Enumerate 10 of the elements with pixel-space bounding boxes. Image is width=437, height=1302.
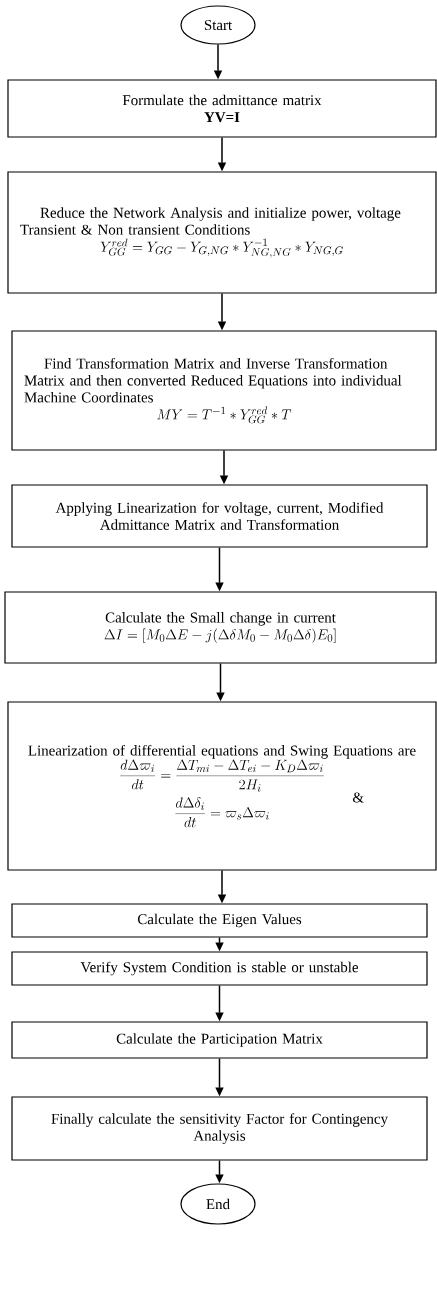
process-box: Reduce the Network Analysis and initialize power, voltage Transient & Non transient Conditions $Y_{GG}^{red} = Y_{GG} - Y_{G,NG} * Y_{NG,NG}^{-1} * Y_{NG,G}$ xyxy=(7,171,437,294)
process-box: Calculate the Small change in current $\Delta I = \left[M_0 \Delta E - j(\Delta\delta M_0 - M_0 \Delta\delta)E_0\right]$ xyxy=(4,591,437,664)
process-box: Verify System Condition is stable or unstable xyxy=(11,951,428,986)
process-box: Find Transformation Matrix and Inverse Transformation Matrix and then converted Reduced Equations into individual Machine Coordinates $MY = T^{-1} * Y_{GG}^{red} * T$ xyxy=(11,330,437,451)
process-box: Formulate the admittance matrix YV=I xyxy=(7,79,437,138)
process-box: Linearization of differential equations and Swing Equations are $\frac{d\Delta\varpi_i}{dt} = \frac{\Delta T_{mi} - \Delta T_{ei} - K_D \Delta\varpi_i}{2H_i}$ & $\frac{d\Delta\delta_i}{dt} = \varpi_s \Delta\varpi_i$ xyxy=(7,701,437,871)
process-box: Calculate the Participation Matrix xyxy=(11,1021,428,1059)
process-box: Applying Linearization for voltage, current, Modified Admittance Matrix and Transformation xyxy=(11,484,428,548)
process-box: Calculate the Eigen Values xyxy=(11,903,428,938)
process-box: Finally calculate the sensitivity Factor for Contingency Analysis xyxy=(11,1096,428,1161)
